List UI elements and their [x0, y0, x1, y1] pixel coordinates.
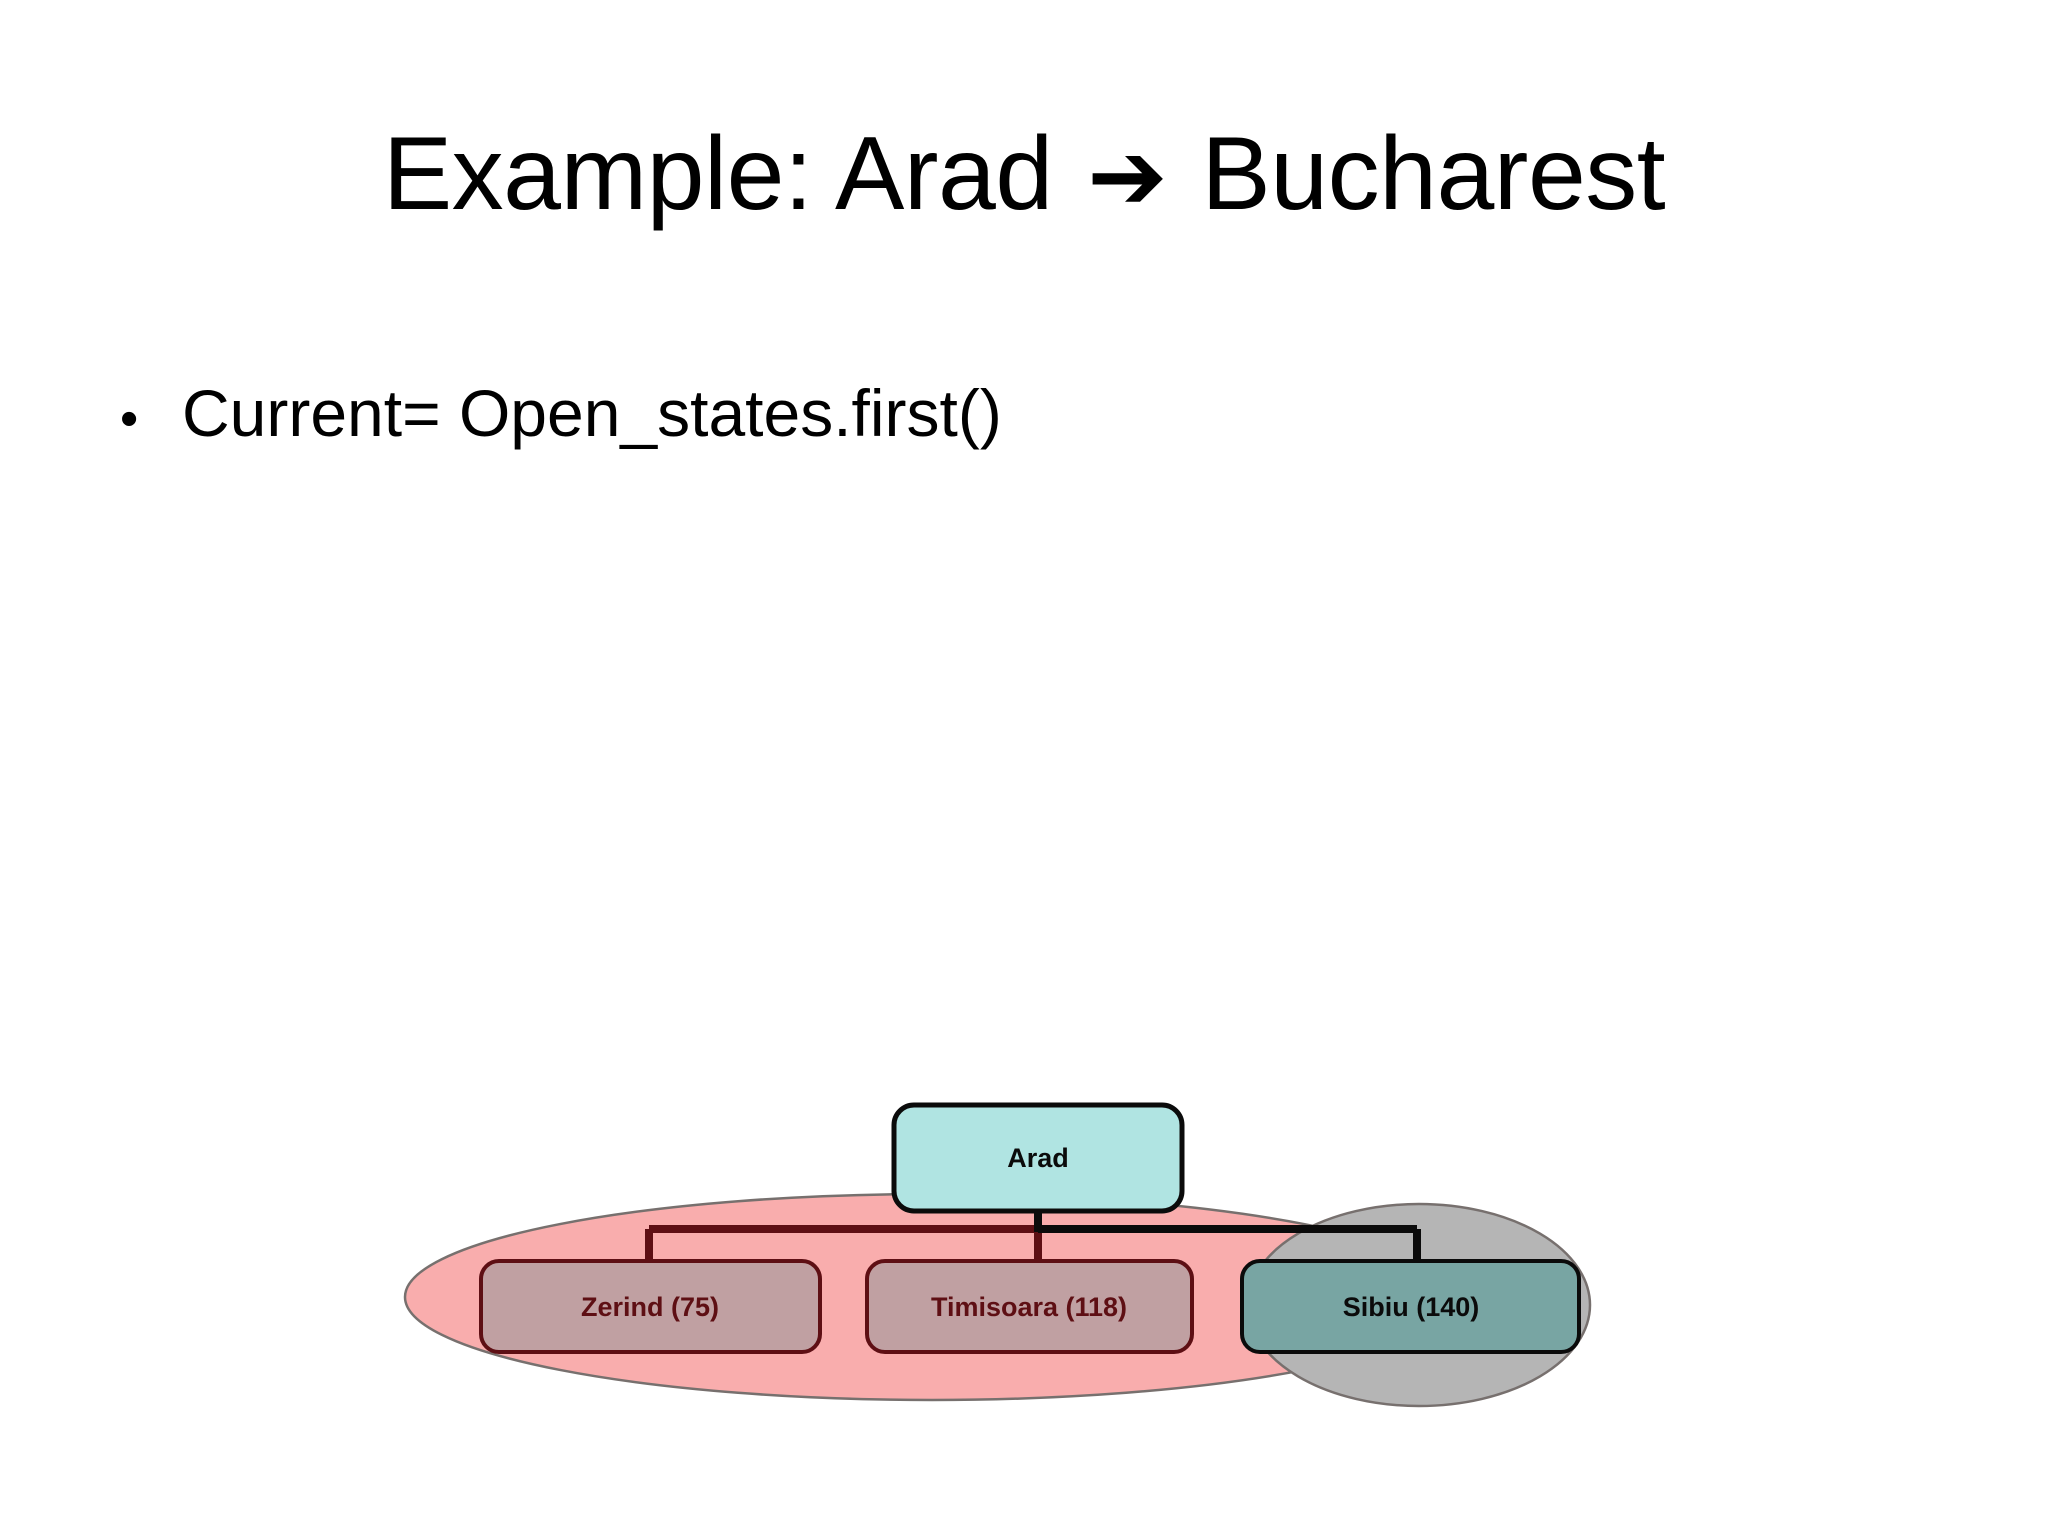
page-title: Example: Arad ➔ Bucharest [0, 118, 2048, 233]
title-prefix: Example: Arad [382, 116, 1053, 232]
tree-node-arad-label: Arad [1007, 1143, 1069, 1173]
tree-node-arad[interactable]: Arad [891, 1102, 1185, 1214]
open-states-ellipse [403, 1192, 1461, 1402]
edge-arad-to-sibiu-overlay [1038, 1225, 1421, 1265]
tree-node-zerind[interactable]: Zerind (75) [479, 1259, 822, 1354]
bullet-item-text: Current= Open_states.first() [182, 376, 1002, 450]
list-item: • Current= Open_states.first() [120, 370, 1820, 462]
edge-arad-to-open-states [645, 1225, 1042, 1263]
tree-node-sibiu-box[interactable] [1240, 1259, 1581, 1354]
tree-node-timisoara-box[interactable] [865, 1259, 1194, 1354]
current-node-ellipse [1246, 1202, 1592, 1408]
edge-arad-to-sibiu [1038, 1225, 1421, 1263]
tree-node-sibiu[interactable]: Sibiu (140) [1240, 1259, 1581, 1354]
title-suffix: Bucharest [1201, 116, 1666, 232]
tree-node-timisoara[interactable]: Timisoara (118) [865, 1259, 1194, 1354]
tree-node-sibiu-label: Sibiu (140) [1343, 1292, 1480, 1322]
tree-node-zerind-label: Zerind (75) [581, 1292, 719, 1322]
right-arrow-icon: ➔ [1087, 123, 1168, 230]
bullet-list: • Current= Open_states.first() [120, 370, 1820, 462]
tree-node-timisoara-label: Timisoara (118) [931, 1292, 1127, 1322]
tree-node-zerind-box[interactable] [479, 1259, 822, 1354]
bullet-icon: • [120, 390, 139, 448]
tree-node-arad-box[interactable] [891, 1102, 1185, 1214]
